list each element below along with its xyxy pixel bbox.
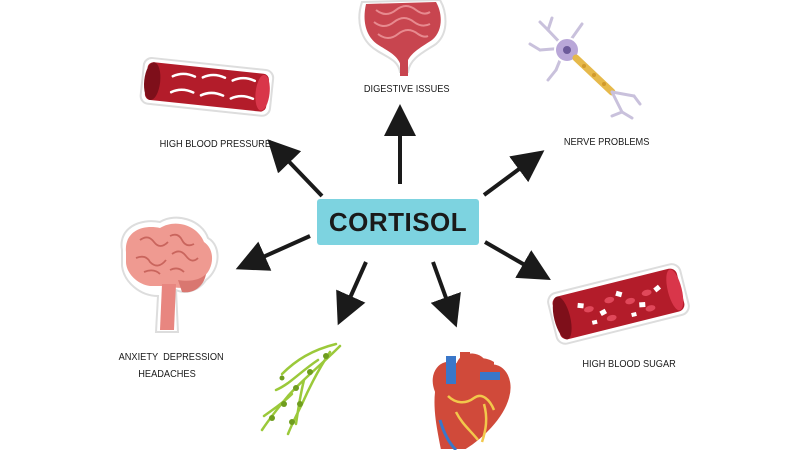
arrow-to-nerve <box>482 150 545 197</box>
arrow-to-heart <box>430 261 461 328</box>
label-nerve-problems: NERVE PROBLEMS <box>563 136 650 148</box>
label-high-blood-sugar: HIGH BLOOD SUGAR <box>582 358 676 370</box>
brain-icon <box>120 216 219 333</box>
artery-icon <box>139 57 275 117</box>
label-anxiety-depression-headaches: ANXIETY DEPRESSION HEADACHES <box>118 349 224 383</box>
arrow-to-high-blood-sugar <box>484 240 551 280</box>
arrow-to-high-blood-pressure <box>267 139 324 198</box>
label-digestive-issues: DIGESTIVE ISSUES <box>363 83 450 95</box>
arrows <box>235 104 551 328</box>
arrow-to-brain <box>235 234 311 271</box>
blood-cells-vessel-icon <box>547 263 690 345</box>
cortisol-center-box: CORTISOL <box>317 199 479 245</box>
label-anxiety-depression: ANXIETY DEPRESSION <box>118 351 224 363</box>
cortisol-label: CORTISOL <box>328 206 468 237</box>
intestine-icon <box>358 0 447 76</box>
label-headaches: HEADACHES <box>138 368 196 380</box>
arrow-to-nerve-fibers <box>336 261 368 326</box>
nerve-fibers-icon <box>260 342 342 436</box>
label-high-blood-pressure: HIGH BLOOD PRESSURE <box>159 138 272 150</box>
neuron-icon <box>528 16 642 120</box>
heart-icon <box>430 351 513 450</box>
